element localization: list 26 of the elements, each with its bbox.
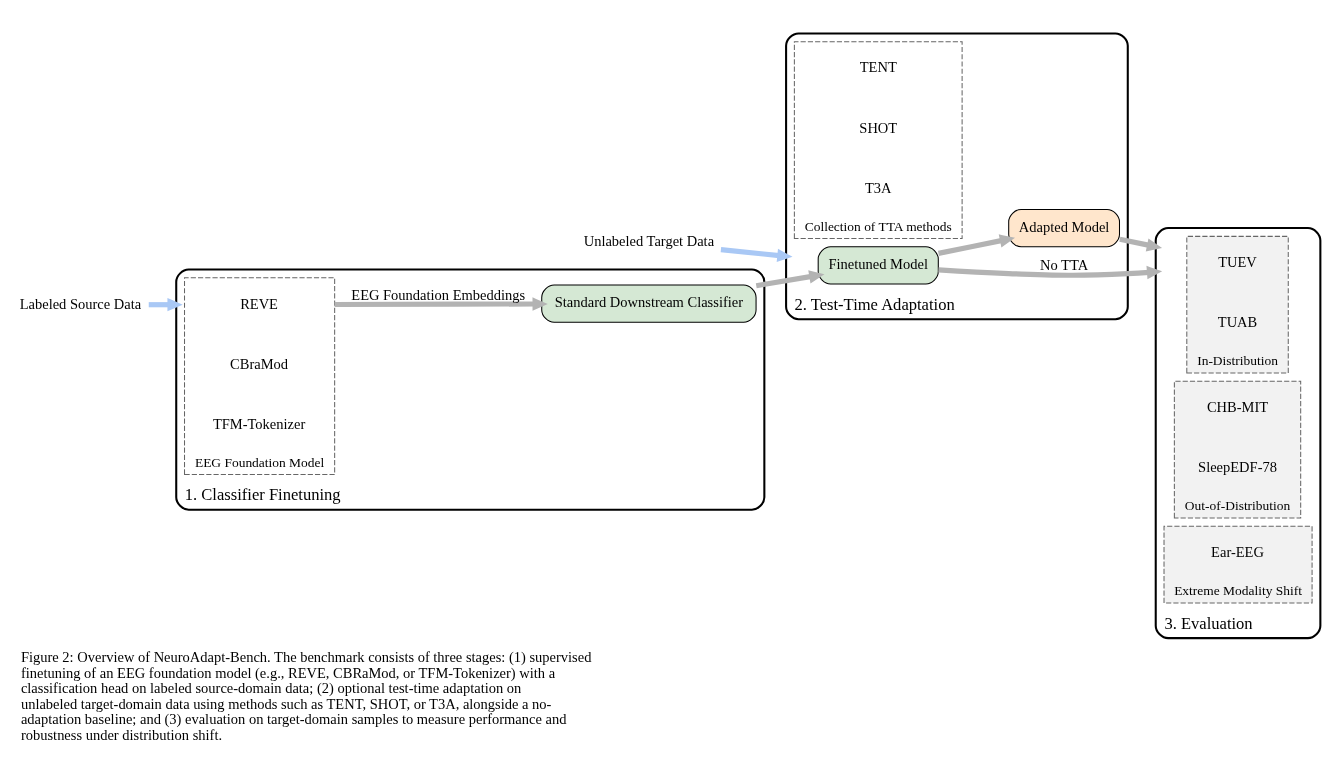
- node-text: SHOT: [859, 119, 898, 136]
- node-text: TUEV: [1218, 253, 1257, 270]
- node-text: Unlabeled Target Data: [583, 232, 715, 249]
- node-text: TFM-Tokenizer: [212, 415, 306, 432]
- arrow: [938, 265, 1163, 279]
- node-text: REVE: [240, 295, 278, 312]
- arrow: [937, 233, 1015, 256]
- edge-label: No TTA: [1040, 256, 1089, 273]
- node-text: T3A: [864, 179, 892, 196]
- arrow: [755, 269, 825, 288]
- node-text: CHB-MIT: [1206, 398, 1269, 415]
- node-text: SleepEDF-78: [1198, 458, 1277, 475]
- node-box: Adapted Model: [1008, 208, 1120, 247]
- caption: Figure 2: Overview of NeuroAdapt-Bench. The benchmark consists of three stages: (1) supervised finetuning of an EEG foundation model (e.g., REVE, CBRaMod, or TFM-Tokenizer) with a classification head on labeled source-domain data; (2) optional test-time adaptation on unlabeled target-domain data using methods such as TENT, SHOT, or T3A, alongside a no-adaptation baseline; and (3) evaluation on target-domain samples to measure performance and robustness under distribution shift.: [20, 648, 592, 743]
- node-box: Standard Downstream Classifier: [541, 284, 757, 323]
- edge-label: EEG Foundation Embeddings: [351, 286, 526, 303]
- arrow: [720, 246, 793, 262]
- node-box: Finetuned Model: [817, 245, 939, 284]
- node-text: Ear-EEG: [1211, 543, 1264, 560]
- arrow: [148, 297, 183, 311]
- node-text: TUAB: [1217, 313, 1258, 330]
- node-text: CBraMod: [230, 355, 289, 372]
- node-text: Labeled Source Data: [19, 295, 142, 312]
- arrow: [334, 296, 548, 311]
- arrow: [1119, 236, 1163, 251]
- node-text: TENT: [859, 58, 897, 75]
